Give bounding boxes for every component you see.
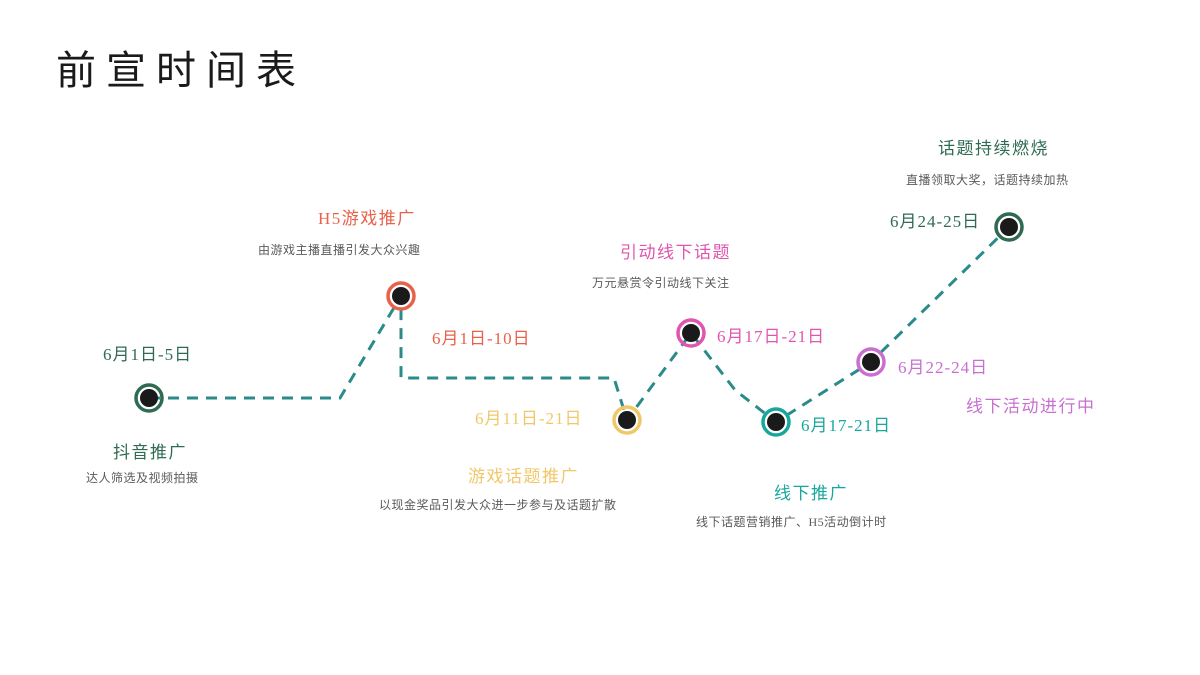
node-1-desc: 达人筛选及视频拍摄 xyxy=(86,471,199,485)
node-dot-icon xyxy=(140,389,158,407)
timeline-node-6[interactable] xyxy=(856,347,886,377)
page-title: 前宣时间表 xyxy=(56,48,306,93)
timeline-node-1[interactable] xyxy=(134,383,164,413)
node-dot-icon xyxy=(1000,218,1018,236)
node-5-desc: 线下话题营销推广、H5活动倒计时 xyxy=(696,515,887,529)
node-1-title: 抖音推广 xyxy=(113,443,187,462)
node-dot-icon xyxy=(682,324,700,342)
node-ring-icon xyxy=(761,407,791,437)
node-ring-icon xyxy=(612,405,642,435)
node-7-date: 6月24-25日 xyxy=(890,212,981,231)
node-ring-icon xyxy=(134,383,164,413)
node-4-title: 引动线下话题 xyxy=(620,243,731,262)
node-6-title: 线下活动进行中 xyxy=(966,397,1096,416)
node-6-date: 6月22-24日 xyxy=(898,358,989,377)
node-3-desc: 以现金奖品引发大众进一步参与及话题扩散 xyxy=(379,498,617,512)
node-5-date: 6月17-21日 xyxy=(801,416,892,435)
node-dot-icon xyxy=(862,353,880,371)
node-7-desc: 直播领取大奖，话题持续加热 xyxy=(906,173,1069,187)
timeline-node-5[interactable] xyxy=(761,407,791,437)
node-7-title: 话题持续燃烧 xyxy=(938,139,1049,158)
node-1-date: 6月1日-5日 xyxy=(103,345,193,364)
timeline-node-group xyxy=(134,212,1024,437)
node-5-title: 线下推广 xyxy=(774,484,848,503)
timeline-node-7[interactable] xyxy=(994,212,1024,242)
node-ring-icon xyxy=(856,347,886,377)
node-3-date: 6月11日-21日 xyxy=(475,409,583,428)
node-dot-icon xyxy=(767,413,785,431)
node-4-date: 6月17日-21日 xyxy=(717,327,826,346)
timeline-node-2[interactable] xyxy=(386,281,416,311)
node-ring-icon xyxy=(676,318,706,348)
node-dot-icon xyxy=(618,411,636,429)
node-2-desc: 由游戏主播直播引发大众兴趣 xyxy=(258,243,421,257)
node-2-date: 6月1日-10日 xyxy=(432,329,531,348)
node-3-title: 游戏话题推广 xyxy=(468,467,579,486)
node-2-title: H5游戏推广 xyxy=(318,209,416,228)
node-ring-icon xyxy=(386,281,416,311)
timeline-node-3[interactable] xyxy=(612,405,642,435)
node-ring-icon xyxy=(994,212,1024,242)
timeline-node-4[interactable] xyxy=(676,318,706,348)
node-4-desc: 万元悬赏令引动线下关注 xyxy=(592,276,730,290)
node-dot-icon xyxy=(392,287,410,305)
